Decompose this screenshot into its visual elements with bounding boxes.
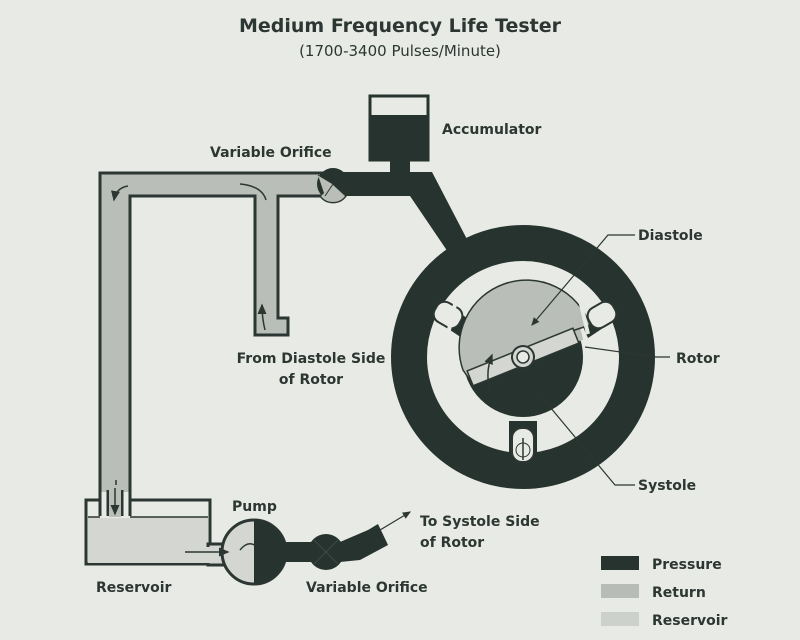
check-valve-right <box>578 299 618 335</box>
flow-arrow-icon <box>484 353 493 391</box>
flow-arrow-icon <box>239 183 267 201</box>
legend-label-return: Return <box>652 585 706 601</box>
label-to-systole-line2: of Rotor <box>420 535 484 551</box>
rotor-blade <box>466 327 580 387</box>
pressure-outlet-pipe <box>280 511 412 570</box>
diagram-subtitle: (1700-3400 Pulses/Minute) <box>299 42 501 60</box>
flow-arrow-icon <box>111 185 129 202</box>
label-from-diastole-line1: From Diastole Side <box>237 351 386 367</box>
legend-swatch-return <box>601 584 639 598</box>
diagram-title: Medium Frequency Life Tester <box>239 15 562 37</box>
reservoir-tank <box>84 485 212 566</box>
check-valve-bottom <box>503 417 543 463</box>
legend-label-pressure: Pressure <box>652 557 722 573</box>
legend-swatch-pressure <box>601 556 639 570</box>
pressure-top-pipe <box>317 168 470 255</box>
label-rotor: Rotor <box>676 351 720 367</box>
return-pipe <box>98 171 332 517</box>
pump <box>185 518 288 586</box>
label-from-diastole-line2: of Rotor <box>279 372 343 388</box>
check-valve-left <box>432 299 464 335</box>
leader-lines <box>531 234 670 486</box>
label-accumulator: Accumulator <box>442 122 542 138</box>
label-pump: Pump <box>232 499 277 515</box>
legend-label-reservoir: Reservoir <box>652 613 728 629</box>
rotor-housing <box>391 225 655 489</box>
label-to-systole-line1: To Systole Side <box>420 514 540 530</box>
legend-swatch-reservoir <box>601 612 639 626</box>
flow-arrow-icon <box>257 303 267 331</box>
accumulator <box>368 94 430 176</box>
legend: Pressure Return Reservoir <box>601 556 728 629</box>
label-systole: Systole <box>638 478 696 494</box>
label-diastole: Diastole <box>638 228 703 244</box>
label-variable-orifice-bottom: Variable Orifice <box>306 580 428 596</box>
label-reservoir: Reservoir <box>96 580 172 596</box>
label-variable-orifice-top: Variable Orifice <box>210 145 332 161</box>
flow-arrow-icon <box>379 511 412 531</box>
